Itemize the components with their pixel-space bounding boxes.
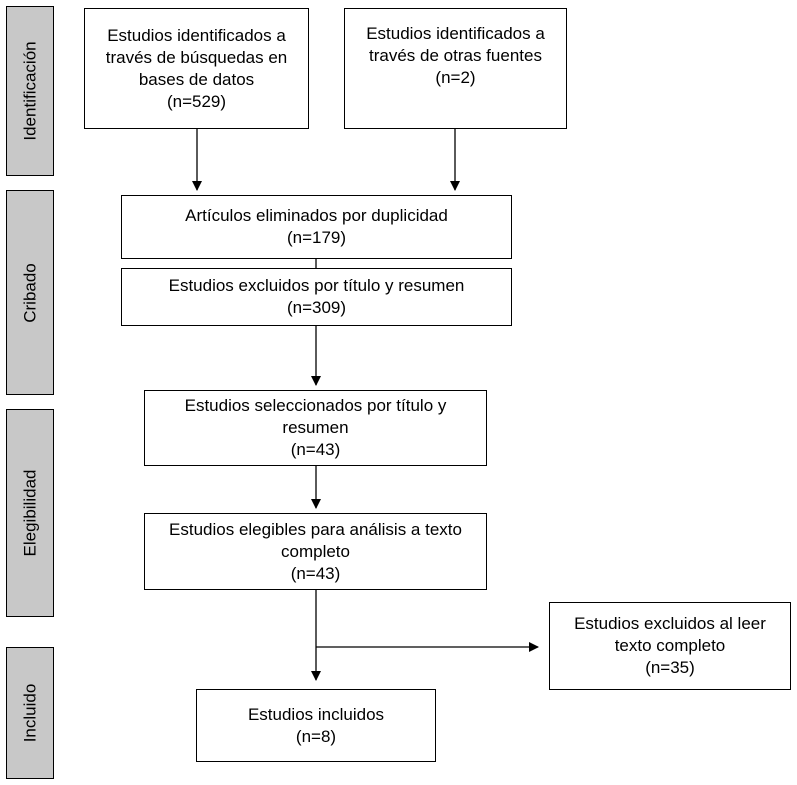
box-selected-text: Estudios seleccionados por título y resu… (184, 396, 447, 437)
box-included-count: (n=8) (295, 726, 337, 746)
box-excluded-fulltext-count: (n=35) (645, 658, 695, 677)
box-included: Estudios incluidos (n=8) (196, 689, 436, 762)
box-eligible: Estudios elegibles para análisis a texto… (144, 513, 487, 590)
box-selected-count: (n=43) (290, 440, 341, 459)
box-other-sources: Estudios identificados a través de otras… (344, 8, 567, 129)
box-db-search-text: Estudios identificados a través de búsqu… (105, 25, 288, 89)
phase-elegibilidad: Elegibilidad (6, 409, 54, 617)
box-excluded-title: Estudios excluidos por título y resumen … (121, 268, 512, 326)
box-excluded-fulltext-text: Estudios excluidos al leer texto complet… (574, 614, 766, 655)
box-excluded-fulltext: Estudios excluidos al leer texto complet… (549, 602, 791, 690)
box-duplicates: Artículos eliminados por duplicidad (n=1… (121, 195, 512, 259)
box-eligible-text: Estudios elegibles para análisis a texto… (169, 519, 462, 561)
phase-identificacion: Identificación (6, 6, 54, 176)
box-eligible-count: (n=43) (290, 563, 341, 583)
box-db-search: Estudios identificados a través de búsqu… (84, 8, 309, 129)
phase-cribado: Cribado (6, 190, 54, 395)
box-excluded-title-text: Estudios excluidos por título y resumen (168, 276, 465, 295)
box-selected: Estudios seleccionados por título y resu… (144, 390, 487, 466)
box-db-search-count: (n=529) (166, 91, 227, 111)
box-included-text: Estudios incluidos (247, 704, 385, 724)
box-other-sources-count: (n=2) (435, 68, 476, 87)
box-excluded-title-count: (n=309) (286, 298, 347, 317)
phase-incluido: Incluido (6, 647, 54, 779)
box-duplicates-count: (n=179) (286, 228, 347, 247)
box-other-sources-text: Estudios identificados a través de otras… (366, 24, 545, 65)
box-duplicates-text: Artículos eliminados por duplicidad (185, 206, 448, 225)
